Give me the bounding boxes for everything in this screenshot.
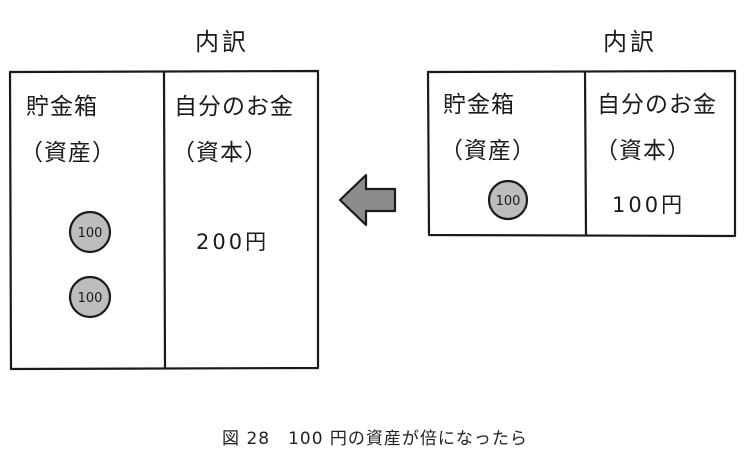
after-capital-subtitle: （資本） [172, 140, 268, 166]
coin-value: 100 [78, 291, 103, 306]
before-column-divider [583, 71, 588, 236]
before-header: 内訳 [603, 28, 657, 56]
after-balance-box: 内訳 貯金箱 （資産） 100 100 自分のお金 （資本） 200円 [8, 28, 320, 371]
after-assets-subtitle: （資産） [20, 140, 116, 166]
figure-caption: 図 28 100 円の資産が倍になったら [222, 429, 528, 449]
after-assets-column: 貯金箱 （資産） 100 100 [20, 94, 116, 319]
arrow-left-icon [338, 173, 397, 227]
before-assets-subtitle: （資産） [440, 138, 536, 164]
after-capital-title: 自分のお金 [174, 94, 294, 120]
coin-value: 100 [78, 226, 103, 241]
coin-icon: 100 [68, 275, 112, 319]
coin-icon: 100 [487, 179, 529, 221]
after-capital-amount: 200円 [196, 230, 269, 254]
after-header: 内訳 [195, 28, 249, 56]
before-assets-title: 貯金箱 [443, 92, 515, 118]
before-capital-title: 自分のお金 [597, 92, 717, 118]
before-capital-subtitle: （資本） [595, 138, 691, 164]
before-assets-column: 貯金箱 （資産） 100 [440, 92, 536, 221]
before-capital-column: 自分のお金 （資本） 100円 [595, 92, 717, 217]
before-balance-box: 内訳 貯金箱 （資産） 100 自分のお金 （資本） 100円 [426, 28, 737, 238]
coin-value: 100 [496, 194, 521, 209]
after-outer-frame [8, 69, 320, 371]
before-capital-amount: 100円 [612, 193, 685, 217]
before-outer-frame [426, 69, 737, 238]
coin-icon: 100 [68, 210, 112, 254]
after-column-divider [162, 71, 167, 369]
after-capital-column: 自分のお金 （資本） 200円 [172, 94, 294, 254]
after-assets-title: 貯金箱 [26, 94, 98, 120]
